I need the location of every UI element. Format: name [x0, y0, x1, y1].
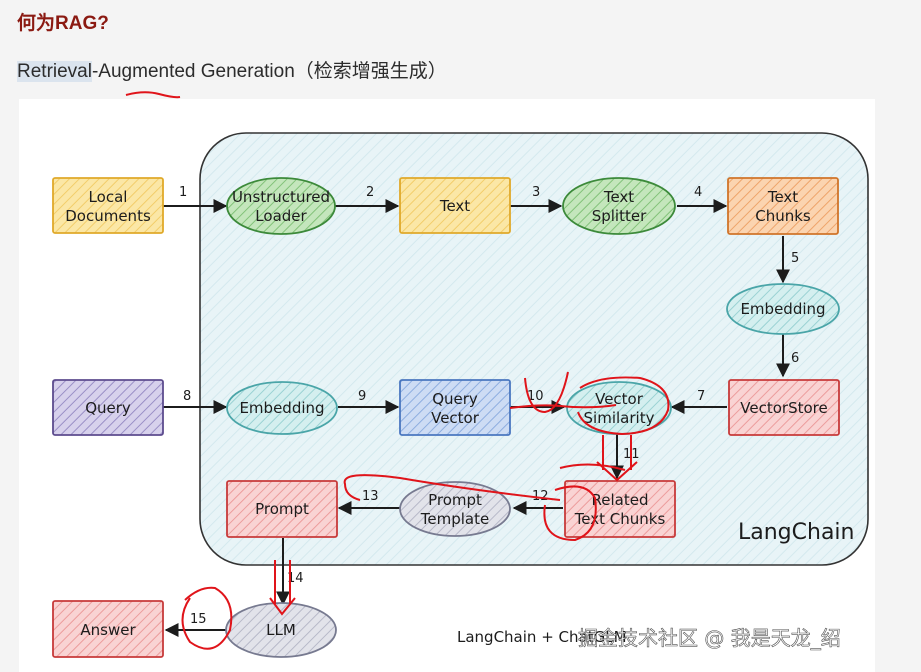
node-vectorstore: VectorStore [728, 379, 840, 436]
red-annotations [181, 371, 670, 650]
page-title: 何为RAG? [17, 13, 109, 34]
footer-caption: LangChain + ChatGLM [457, 628, 627, 646]
node-label: Documents [65, 207, 151, 225]
node-label: Similarity [584, 409, 655, 427]
step-2: 2 [366, 185, 374, 200]
annotation-circle-similarity [577, 376, 670, 436]
node-prompt-template: Prompt Template [399, 481, 511, 537]
subtitle-rest: -Augmented Generation（检索增强生成） [91, 61, 447, 82]
node-label: Chunks [755, 207, 811, 225]
node-label: Text [439, 197, 470, 215]
node-label: Text [603, 188, 634, 206]
langchain-brand: LangChain [738, 520, 855, 545]
page-subtitle: Retrieval-Augmented Generation（检索增强生成） [17, 56, 447, 83]
step-12: 12 [532, 489, 549, 504]
node-label: Prompt [255, 500, 309, 518]
node-answer: Answer [52, 600, 164, 658]
node-label: Template [420, 510, 489, 528]
node-label: Loader [255, 207, 307, 225]
node-label: Vector [595, 390, 644, 408]
node-prompt: Prompt [226, 480, 338, 538]
node-label: Splitter [592, 207, 647, 225]
node-label: Related [592, 491, 649, 509]
node-query: Query [52, 379, 164, 436]
node-text: Text [399, 177, 511, 234]
langchain-container [199, 132, 869, 566]
annotation-line-10 [509, 404, 617, 409]
step-6: 6 [791, 351, 799, 366]
step-4: 4 [694, 185, 702, 200]
step-15: 15 [190, 612, 207, 627]
node-label: VectorStore [740, 399, 827, 417]
annotation-circle-related [543, 463, 626, 542]
red-underline-mark [125, 91, 181, 99]
annotation-scribble-10 [524, 371, 569, 414]
node-local-documents: Local Documents [52, 177, 164, 234]
node-label: Embedding [239, 399, 324, 417]
node-label: Text [767, 188, 798, 206]
subtitle-highlight: Retrieval [17, 61, 92, 82]
step-8: 8 [183, 389, 191, 404]
node-label: Query [85, 399, 131, 417]
node-label: Embedding [740, 300, 825, 318]
node-unstructured-loader: Unstructured Loader [226, 177, 336, 235]
node-related-text-chunks: Related Text Chunks [564, 480, 676, 538]
node-label: Local [89, 188, 128, 206]
annotation-arrow-14 [269, 560, 296, 616]
node-embedding-query: Embedding [226, 381, 338, 435]
node-label: Unstructured [232, 188, 330, 206]
node-label: Text Chunks [574, 510, 666, 528]
step-5: 5 [791, 251, 799, 266]
step-3: 3 [532, 185, 540, 200]
step-9: 9 [358, 389, 366, 404]
step-1: 1 [179, 185, 187, 200]
node-label: Prompt [428, 491, 482, 509]
node-embedding-top: Embedding [726, 283, 840, 335]
annotation-arrow-11 [596, 435, 638, 482]
annotation-circle-15 [181, 586, 233, 650]
step-14: 14 [287, 571, 304, 586]
node-query-vector: Query Vector [399, 379, 511, 436]
node-text-chunks: Text Chunks [727, 177, 839, 235]
watermark: 掘金技术社区 @ 我是天龙_绍 [578, 626, 841, 650]
step-13: 13 [362, 489, 379, 504]
annotation-loop-13 [343, 474, 561, 501]
node-label: Vector [431, 409, 480, 427]
node-label: Query [432, 390, 478, 408]
node-label: Answer [80, 621, 136, 639]
step-7: 7 [697, 389, 705, 404]
step-10: 10 [527, 389, 544, 404]
node-vector-similarity: Vector Similarity [566, 381, 672, 435]
node-llm: LLM [225, 602, 337, 658]
node-text-splitter: Text Splitter [562, 177, 676, 235]
node-label: LLM [266, 621, 296, 639]
